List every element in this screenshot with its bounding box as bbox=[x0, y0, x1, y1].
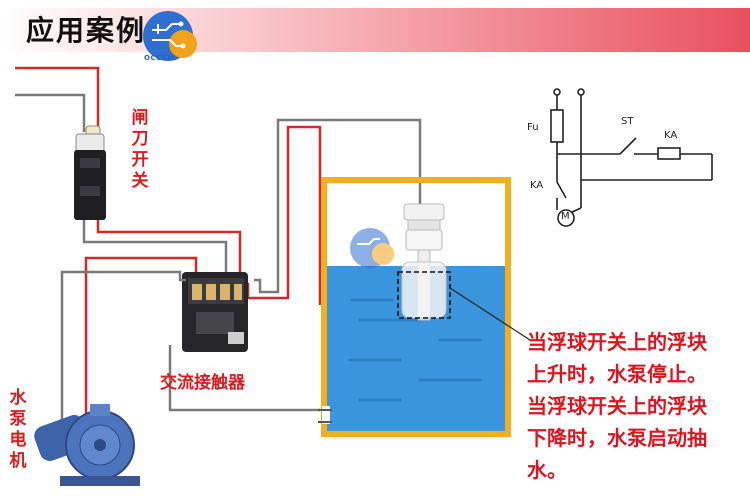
relay-coil-label: KA bbox=[664, 130, 678, 141]
page-title: 应用案例 bbox=[26, 14, 147, 47]
float-switch bbox=[397, 203, 451, 321]
knife-switch bbox=[74, 125, 106, 220]
description-line: 上升时，水泵停止。 bbox=[527, 362, 707, 386]
logo-label: OCCKIC bbox=[144, 54, 177, 62]
description-line: 当浮球开关上的浮块 bbox=[527, 394, 707, 418]
watermark-logo bbox=[350, 228, 394, 268]
description-line: 下降时，水泵启动抽 bbox=[527, 426, 707, 450]
ac-contactor bbox=[182, 272, 248, 352]
brand-logo bbox=[143, 11, 197, 61]
knife-switch-label: 闸刀开关 bbox=[131, 108, 149, 191]
fuse-label: Fu bbox=[527, 122, 539, 133]
pump-motor-label: 水泵电机 bbox=[9, 388, 27, 471]
relay-contact-label: KA bbox=[530, 180, 544, 191]
control-schematic bbox=[550, 88, 713, 227]
pump-motor bbox=[34, 404, 140, 486]
title-banner bbox=[0, 8, 750, 52]
motor-symbol-label: M bbox=[561, 211, 570, 222]
switch-label: ST bbox=[621, 116, 634, 127]
description: 当浮球开关上的浮块 上升时，水泵停止。 当浮球开关上的浮块 下降时，水泵启动抽 … bbox=[527, 326, 747, 486]
description-line: 当浮球开关上的浮块 bbox=[527, 330, 707, 354]
description-line: 水。 bbox=[527, 458, 567, 482]
contactor-label: 交流接触器 bbox=[160, 373, 245, 393]
